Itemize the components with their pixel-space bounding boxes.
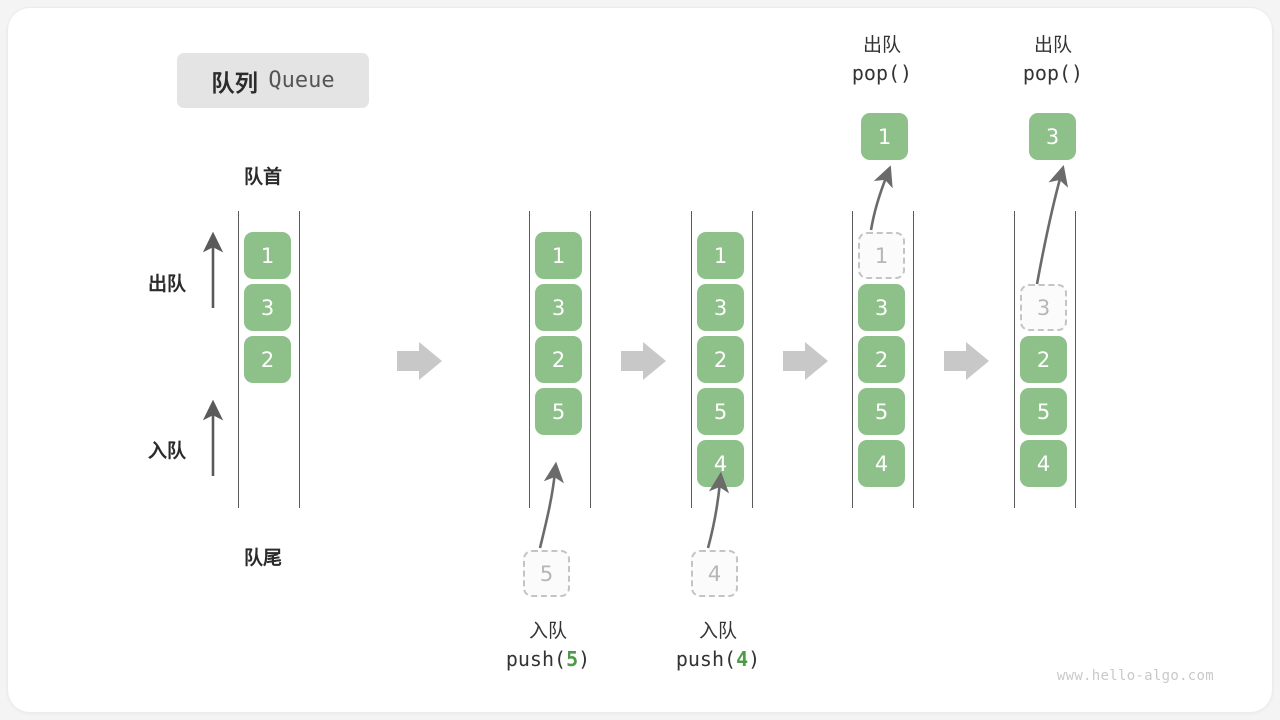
curved-arrow-icon-push-5 (538, 461, 564, 549)
queue-cell: 4 (1020, 440, 1067, 487)
label-enqueue: 入队 (148, 440, 187, 462)
queue-cell: 2 (1020, 336, 1067, 383)
stage-label-pop-3: 出队 pop() (983, 32, 1123, 88)
queue-cell: 1 (244, 232, 291, 279)
right-block-arrow-icon-4 (944, 342, 989, 380)
label-dequeue: 出队 (148, 273, 187, 295)
queue-rail-left-stage-pop-1 (852, 211, 853, 508)
arrow-overlay (202, 164, 1069, 549)
curved-arrow-icon-pop-1 (869, 165, 893, 231)
push-op-close: ) (578, 647, 591, 671)
popped-ghost-cell: 3 (1020, 284, 1067, 331)
queue-rail-right-stage-push-4 (752, 211, 753, 508)
push-op-close: ) (748, 647, 761, 671)
label-front: 队首 (244, 166, 283, 188)
diagram-card: 队列 Queue 队首 队尾 出队 入队 1 3 2 1 3 2 5 5 入队 … (8, 8, 1272, 712)
queue-rail-left-stage-push-4 (691, 211, 692, 508)
queue-rail-right-stage-pop-1 (913, 211, 914, 508)
title-en: Queue (268, 68, 335, 93)
queue-rail-right-stage-pop-3 (1075, 211, 1076, 508)
stage-label-line1: 入队 (528, 620, 567, 642)
stage-label-line2: push(4) (618, 644, 818, 674)
watermark: www.hello-algo.com (1056, 668, 1214, 684)
queue-cell: 2 (858, 336, 905, 383)
curved-arrow-icon-pop-3 (1035, 164, 1069, 285)
outgoing-cell: 3 (1029, 113, 1076, 160)
popped-ghost-cell: 1 (858, 232, 905, 279)
stage-label-pop-1: 出队 pop() (812, 32, 952, 88)
queue-cell: 3 (535, 284, 582, 331)
push-op-text: push( (675, 647, 737, 671)
queue-cell: 2 (244, 336, 291, 383)
queue-cell: 3 (697, 284, 744, 331)
queue-rail-left-stage-push-5 (529, 211, 530, 508)
queue-cell: 4 (858, 440, 905, 487)
queue-cell: 5 (697, 388, 744, 435)
outgoing-cell: 1 (861, 113, 908, 160)
queue-cell: 1 (535, 232, 582, 279)
queue-rail-left-stage-initial (238, 211, 239, 508)
stage-label-push-5: 入队 push(5) (448, 618, 648, 674)
stage-label-line1: 入队 (698, 620, 737, 642)
push-arg-value: 4 (736, 647, 749, 671)
stage-label-line1: 出队 (1033, 34, 1072, 56)
queue-cell: 5 (858, 388, 905, 435)
queue-cell: 2 (697, 336, 744, 383)
queue-rail-left-stage-pop-3 (1014, 211, 1015, 508)
stage-label-line2: pop() (1022, 61, 1084, 85)
diagram-title-badge: 队列 Queue (177, 53, 369, 108)
curved-arrow-icon-push-4 (706, 471, 730, 549)
stage-label-line2: push(5) (448, 644, 648, 674)
right-block-arrow-icon-3 (783, 342, 828, 380)
queue-cell: 2 (535, 336, 582, 383)
push-op-text: push( (505, 647, 567, 671)
queue-cell-new: 5 (535, 388, 582, 435)
label-rear: 队尾 (244, 547, 283, 569)
queue-cell: 3 (244, 284, 291, 331)
right-block-arrow-icon-2 (621, 342, 666, 380)
stage-label-line2: pop() (851, 61, 913, 85)
stage-label-push-4: 入队 push(4) (618, 618, 818, 674)
queue-cell: 5 (1020, 388, 1067, 435)
incoming-ghost-cell: 4 (691, 550, 738, 597)
push-arg-value: 5 (566, 647, 579, 671)
queue-rail-right-stage-push-5 (590, 211, 591, 508)
stage-label-line1: 出队 (862, 34, 901, 56)
right-block-arrow-icon-1 (397, 342, 442, 380)
title-cn: 队列 (211, 70, 259, 97)
incoming-ghost-cell: 5 (523, 550, 570, 597)
queue-cell: 3 (858, 284, 905, 331)
queue-cell-new: 4 (697, 440, 744, 487)
queue-cell: 1 (697, 232, 744, 279)
queue-rail-right-stage-initial (299, 211, 300, 508)
